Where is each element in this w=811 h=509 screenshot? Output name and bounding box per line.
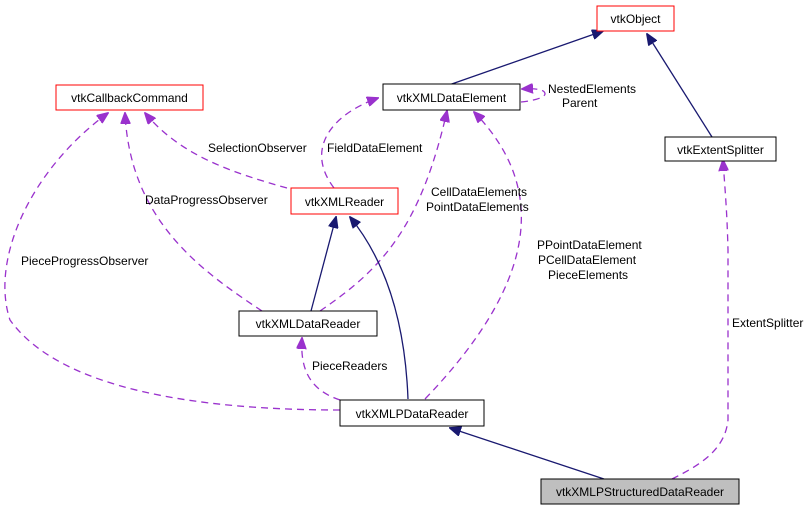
edge-xmlreader-to-callback (145, 113, 288, 189)
label-parent: Parent (562, 96, 598, 110)
label-selection-observer: SelectionObserver (208, 141, 307, 155)
label-piece-progress-observer: PieceProgressObserver (21, 254, 148, 268)
label-ppoint-data-element: PPointDataElement (537, 238, 642, 252)
node-vtkxmldataelement[interactable]: vtkXMLDataElement (382, 83, 521, 111)
node-label: vtkCallbackCommand (71, 91, 188, 105)
node-label: vtkXMLDataReader (256, 317, 361, 331)
node-vtkxmlreader[interactable]: vtkXMLReader (290, 187, 399, 215)
node-vtkxmldatareader[interactable]: vtkXMLDataReader (238, 310, 378, 337)
label-cell-data-elements: CellDataElements (431, 185, 527, 199)
edge-xmlpdatareader-to-callback (4, 113, 341, 411)
label-nested-elements: NestedElements (548, 82, 636, 96)
edge-xmlreader-to-xmldataelement (321, 98, 378, 189)
label-extent-splitter: ExtentSplitter (732, 316, 803, 330)
node-vtkxmlpdatareader[interactable]: vtkXMLPDataReader (339, 399, 485, 427)
node-vtkcallbackcommand[interactable]: vtkCallbackCommand (55, 84, 204, 111)
node-vtkxmlpstructureddatareader[interactable]: vtkXMLPStructuredDataReader (540, 478, 740, 505)
node-label: vtkXMLReader (305, 195, 384, 209)
node-vtkextentsplitter[interactable]: vtkExtentSplitter (664, 136, 777, 162)
edge-xmlpdatareader-to-xmldataelement (424, 112, 522, 400)
label-point-data-elements: PointDataElements (426, 200, 529, 214)
edge-xmldatareader-to-xmldataelement (319, 111, 447, 312)
edge-xmlpdatareader-to-xmlreader (350, 217, 409, 400)
node-label: vtkExtentSplitter (677, 143, 764, 157)
edge-xmldatareader-to-callback (125, 113, 263, 312)
edge-pstructured-to-extentsplitter (671, 160, 728, 480)
edge-pstructured-to-xmlpdatareader (450, 428, 605, 480)
label-piece-elements: PieceElements (548, 268, 628, 282)
edge-xmlpdatareader-to-xmldatareader (302, 338, 341, 401)
label-data-progress-observer: DataProgressObserver (145, 193, 268, 207)
node-label: vtkObject (610, 12, 661, 26)
edge-xmldatareader-to-xmlreader (310, 217, 336, 312)
node-label: vtkXMLPDataReader (356, 407, 469, 421)
node-label: vtkXMLPStructuredDataReader (556, 485, 724, 499)
label-pcell-data-element: PCellDataElement (538, 253, 637, 267)
label-piece-readers: PieceReaders (312, 359, 387, 373)
edge-xmldataelement-self (521, 89, 546, 103)
label-field-data-element: FieldDataElement (327, 141, 423, 155)
edge-extentsplitter-to-object (647, 34, 713, 138)
edge-xmldataelement-to-object (445, 31, 603, 87)
node-label: vtkXMLDataElement (397, 91, 507, 105)
node-vtkobject[interactable]: vtkObject (596, 5, 675, 32)
